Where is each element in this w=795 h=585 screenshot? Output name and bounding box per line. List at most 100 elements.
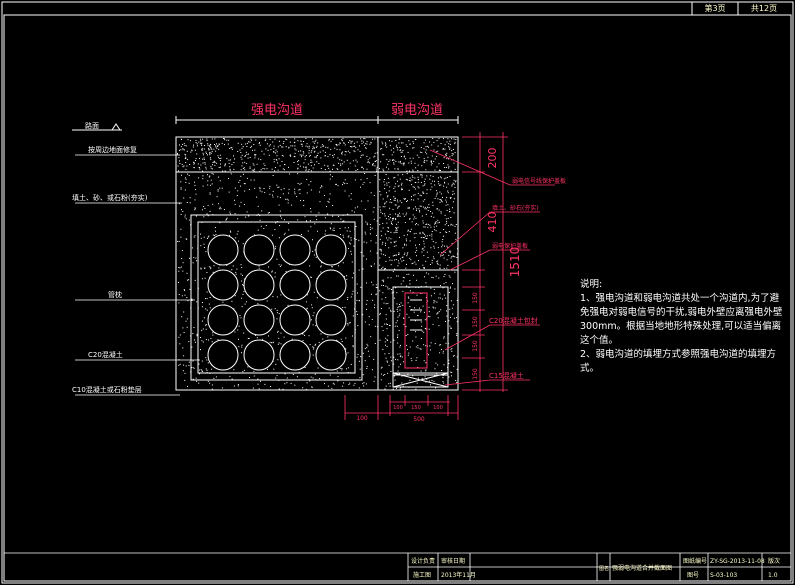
speckle-dot <box>444 214 446 216</box>
speckle-dot <box>183 332 185 333</box>
speckle-dot <box>428 311 430 313</box>
speckle-dot <box>415 263 417 265</box>
speckle-dot <box>398 252 400 254</box>
speckle-dot <box>185 145 187 147</box>
speckle-dot <box>406 313 408 315</box>
speckle-dot <box>178 267 180 268</box>
speckle-dot <box>447 246 449 248</box>
speckle-dot <box>397 147 398 149</box>
speckle-dot <box>409 180 411 182</box>
speckle-dot <box>399 353 401 355</box>
speckle-dot <box>366 178 368 180</box>
speckle-dot <box>345 151 347 153</box>
speckle-dot <box>371 369 373 371</box>
speckle-dot <box>351 277 353 279</box>
speckle-dot <box>372 299 374 301</box>
speckle-dot <box>453 138 455 140</box>
speckle-dot <box>357 169 359 170</box>
speckle-dot <box>387 335 389 337</box>
speckle-dot <box>203 148 205 150</box>
speckle-dot <box>222 301 224 303</box>
speckle-dot <box>433 302 435 304</box>
speckle-dot <box>382 198 384 200</box>
speckle-dot <box>451 150 453 152</box>
speckle-dot <box>294 193 296 195</box>
speckle-dot <box>436 225 438 227</box>
speckle-dot <box>310 189 312 191</box>
speckle-dot <box>180 149 182 151</box>
speckle-dot <box>372 211 374 213</box>
speckle-dot <box>391 292 393 294</box>
speckle-dot <box>436 192 438 194</box>
speckle-dot <box>229 234 230 236</box>
speckle-dot <box>407 296 409 298</box>
speckle-dot <box>201 360 203 362</box>
speckle-dot <box>327 213 329 215</box>
speckle-dot <box>409 257 411 259</box>
speckle-dot <box>420 321 422 323</box>
speckle-dot <box>433 226 435 228</box>
speckle-dot <box>412 214 414 216</box>
speckle-dot <box>395 240 397 242</box>
speckle-dot <box>183 364 185 366</box>
speckle-dot <box>388 231 390 232</box>
notes-line-1: 1、强电沟道和弱电沟道共处一个沟道内,为了避免强电对弱电信号的干扰,弱电外壁应离… <box>580 293 783 346</box>
speckle-dot <box>243 173 244 175</box>
speckle-dot <box>437 177 439 179</box>
speckle-dot <box>242 284 243 286</box>
speckle-dot <box>445 297 447 299</box>
speckle-dot <box>314 164 315 166</box>
speckle-dot <box>318 212 320 214</box>
speckle-dot <box>391 259 393 261</box>
speckle-dot <box>303 141 305 142</box>
speckle-dot <box>276 312 278 314</box>
speckle-dot <box>185 154 187 156</box>
speckle-dot <box>244 190 246 192</box>
speckle-dot <box>321 144 323 146</box>
speckle-dot <box>379 312 381 314</box>
speckle-dot <box>375 284 377 286</box>
speckle-dot <box>181 163 183 165</box>
speckle-dot <box>275 149 277 151</box>
speckle-dot <box>193 144 194 146</box>
speckle-dot <box>448 167 450 169</box>
speckle-dot <box>415 251 416 253</box>
speckle-dot <box>436 208 438 209</box>
speckle-dot <box>211 148 213 150</box>
speckle-dot <box>226 139 228 141</box>
speckle-dot <box>343 182 345 184</box>
speckle-dot <box>239 180 241 181</box>
speckle-dot <box>443 235 444 237</box>
speckle-dot <box>306 192 308 194</box>
speckle-dot <box>233 155 234 157</box>
speckle-dot <box>217 339 219 341</box>
speckle-dot <box>352 346 354 348</box>
speckle-dot <box>261 150 263 152</box>
speckle-dot <box>416 279 418 281</box>
speckle-dot <box>388 247 390 249</box>
speckle-dot <box>254 155 256 157</box>
speckle-dot <box>382 222 384 224</box>
speckle-dot <box>455 380 457 381</box>
speckle-dot <box>392 255 394 257</box>
speckle-dot <box>283 188 285 190</box>
speckle-dot <box>422 200 424 202</box>
speckle-dot <box>432 240 434 242</box>
speckle-dot <box>337 299 339 301</box>
speckle-dot <box>429 234 431 236</box>
speckle-dot <box>218 148 220 150</box>
speckle-dot <box>276 309 278 311</box>
speckle-dot <box>359 368 361 370</box>
speckle-dot <box>397 185 399 187</box>
speckle-dot <box>217 190 219 192</box>
speckle-dot <box>401 202 403 204</box>
speckle-dot <box>333 227 335 229</box>
speckle-dot <box>351 210 353 212</box>
speckle-dot <box>383 181 385 183</box>
speckle-dot <box>350 363 352 365</box>
speckle-dot <box>346 183 348 184</box>
speckle-dot <box>438 170 440 171</box>
speckle-dot <box>298 160 300 162</box>
speckle-dot <box>362 383 364 385</box>
speckle-dot <box>376 326 378 328</box>
